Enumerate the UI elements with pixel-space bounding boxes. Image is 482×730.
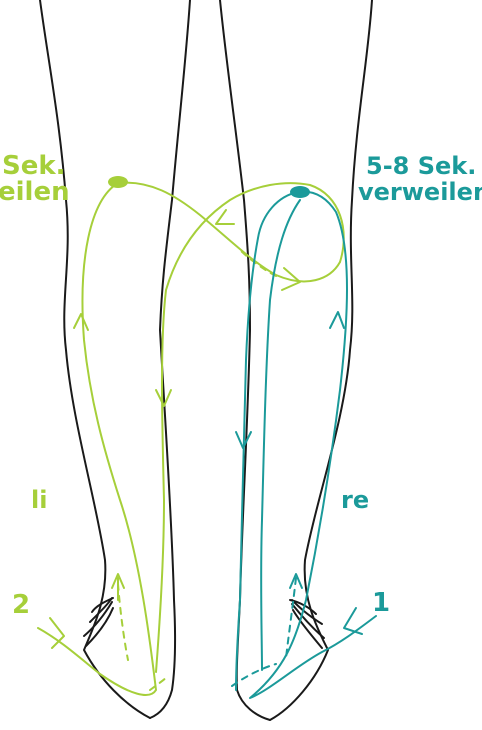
left-path-arrow-heel [49,617,65,649]
left-path-ankle-dash [117,583,129,661]
leg-outlines [39,0,373,721]
left-path-arrow-ankle [111,573,125,589]
left-path-arrow-knee [215,209,235,225]
left-leg-outer-edge [39,0,151,719]
left-step-number: 2 [12,590,30,620]
left-side-label: li [31,486,47,514]
right-path-inner-down [260,199,301,671]
left-path-arrow-right-knee [281,267,301,291]
right-massage-path [231,190,377,699]
right-ankle-bone-icon [289,599,325,649]
left-path-loop-down [155,182,345,673]
left-dwell-point [108,176,128,188]
right-leg-outer-edge [269,0,373,721]
right-path-arrow-down [235,431,252,449]
left-path-arrow-down [155,389,172,407]
right-path-arrow-ankle [289,573,303,589]
right-path-heel-dash [231,663,277,687]
right-path-ankle-dash [285,577,297,659]
right-dwell-label-line1: 5-8 Sek. [366,152,476,180]
left-path-outer-up [37,181,341,696]
right-side-label: re [341,486,369,514]
left-leg-inner-edge [149,0,191,719]
left-path-heel-dash [149,675,169,691]
right-path-outer-up [235,190,377,699]
right-path-arrow-heel [343,607,363,635]
left-massage-path [37,181,345,696]
left-dwell-label-line1: Sek. [2,151,66,181]
left-path-arrow-up [73,313,89,331]
left-ankle-bone-icon [83,597,114,647]
right-dwell-point [290,186,310,198]
right-dwell-label-line2: verweilen [358,178,482,206]
right-path-arrow-up [329,311,345,329]
right-step-number: 1 [372,588,390,618]
left-dwell-label-line2: eilen [0,177,70,207]
